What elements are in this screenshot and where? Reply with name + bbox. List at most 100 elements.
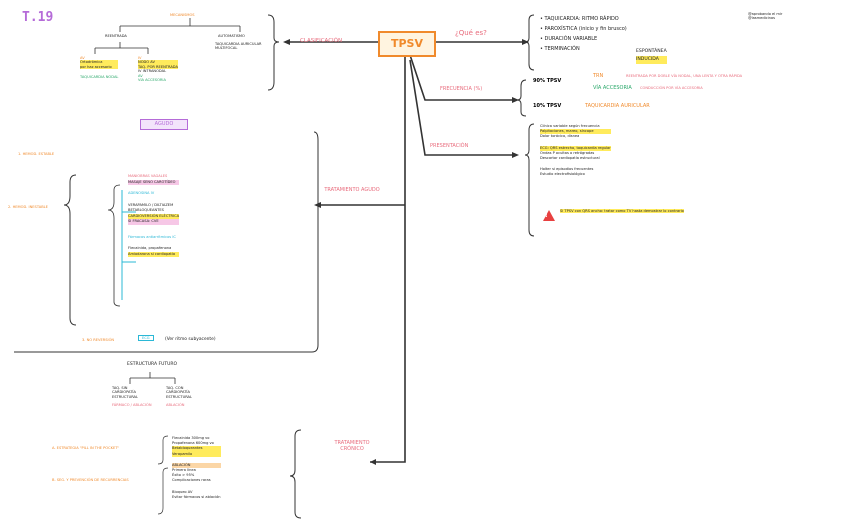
definition-item: • TAQUICARDIA: RITMO RÁPIDO <box>540 16 619 22</box>
mech-item: IV INTRANODAL <box>138 69 167 74</box>
reentry-header: REENTRADA <box>105 34 127 38</box>
mech-col-2: IV NODO AV TAQ. POR REENTRADA IV INTRANO… <box>138 56 178 82</box>
definition-item: • DURACIÓN VARIABLE <box>540 36 598 42</box>
mechanisms-header: MECANISMOS <box>170 13 195 17</box>
freq-row2-pct: 10% TPSV <box>533 103 562 109</box>
acute-line: VERAPAMILO / DILTIAZEM <box>128 202 174 207</box>
chronic-item-2: B. SEG. Y PREVENCIÓN DE RECURRENCIAS <box>52 478 129 482</box>
author-note-line: @lasmedicinas <box>748 16 775 21</box>
page-title: T.19 <box>22 10 54 25</box>
presentation-line: Estudio electrofisiológico <box>540 172 585 177</box>
chronic-list: Flecainida 300mg vo Propafenona 600mg vo… <box>172 436 221 500</box>
acute-line: MANIOBRAS VAGALES <box>128 174 168 178</box>
mech-item: por haz accesorio <box>80 64 119 70</box>
branch-clasificacion: CLASIFICACIÓN <box>300 38 343 44</box>
presentation-line: Descartar cardiopatía estructural <box>540 156 600 161</box>
chronic-line: Betabloqueantes <box>172 446 221 452</box>
acute-line: Fármacos antiarrítmicos IC <box>128 234 176 239</box>
branch-presentacion: PRESENTACIÓN <box>430 143 469 149</box>
mech-item: Ortodrómica <box>80 60 119 65</box>
structure-a-line: CARDIOPATÍA <box>112 390 136 395</box>
presentation-line: Ondas P ocultas o retrógradas <box>540 150 595 155</box>
acute-col-stable: 1. HEMOD. ESTABLE <box>18 152 55 156</box>
ecg-note: (Ver ritmo subyacente) <box>165 337 216 342</box>
center-topic-box: TPSV <box>378 31 436 57</box>
branch-que-es: ¿Qué es? <box>455 29 487 37</box>
structure-b-line: CARDIOPATÍA <box>166 390 190 395</box>
presentation-line: Holter si episodios frecuentes <box>540 167 594 172</box>
mech-item: TAQ. POR REENTRADA <box>138 64 178 70</box>
chronic-line: ABLACIÓN <box>172 462 221 469</box>
warning-text: Si TPSV con QRS ancho: tratar como TV ha… <box>560 209 684 213</box>
acute-line: SI FRACASA: CVE <box>128 219 180 225</box>
branch-frecuencia: FRECUENCIA (%) <box>440 86 483 92</box>
structure-b-line: ESTRUCTURAL <box>166 394 193 399</box>
freq-trn-text: REENTRADA POR DOBLE VÍA NODAL, UNA LENTA… <box>626 74 743 78</box>
chronic-line: Propafenona 600mg vo <box>172 441 214 446</box>
chronic-line: Bloqueo AV <box>172 489 193 494</box>
definition-item: • PAROXÍSTICA (inicio y fin brusco) <box>540 26 627 32</box>
acute-header: AGUDO <box>154 121 174 127</box>
chronic-item-1: A. ESTRATEGIA "PILL IN THE POCKET" <box>52 446 120 450</box>
structure-a-line: ESTRUCTURAL <box>112 394 139 399</box>
acute-no-reversion: 3. NO REVERSIÓN <box>82 338 115 342</box>
acute-line: ADENOSINA IV <box>128 191 155 195</box>
structure-a: TAQ. SIN CARDIOPATÍA ESTRUCTURAL FÁRMACO… <box>112 386 152 408</box>
chronic-line: Éxito > 95% <box>172 473 195 478</box>
structure-a-result: FÁRMACO / ABLACIÓN <box>112 403 152 408</box>
chronic-line: Verapamilo <box>172 451 221 457</box>
acute-line: Flecainida, propafenona <box>128 246 172 250</box>
chronic-line: Evitar fármacos si ablación <box>172 494 221 499</box>
definition-item: • TERMINACIÓN <box>540 46 580 52</box>
presentation-line: ECG: QRS estrecho, taquicardia regular <box>540 145 611 151</box>
chronic-line: Flecainida 300mg vo <box>172 436 210 440</box>
automatism-header: AUTOMATISMO <box>218 34 245 38</box>
warning-note: Si TPSV con QRS ancho: tratar como TV ha… <box>560 209 710 213</box>
definition-list: • TAQUICARDIA: RITMO RÁPIDO • PAROXÍSTIC… <box>540 14 627 54</box>
acute-list: MANIOBRAS VAGALES MASAJE SENO CAROTÍDEO … <box>128 174 180 257</box>
warning-icon: ! <box>545 212 548 219</box>
mech-item: IV <box>138 56 142 60</box>
acute-col-unstable: 2. HEMOD. INESTABLE <box>8 205 48 209</box>
branch-chronic: TRATAMIENTO CRÓNICO <box>334 440 370 452</box>
mech-item: MULTIFOCAL <box>215 46 238 51</box>
mech-col-1: AV Ortodrómica por haz accesorio TAQUICA… <box>80 56 119 80</box>
presentation-line: Clínica variable según frecuencia <box>540 124 600 128</box>
termination-item: ESPONTÁNEA <box>636 49 667 54</box>
freq-via: VÍA ACCESORIA <box>593 85 632 91</box>
center-topic: TPSV <box>390 37 423 50</box>
author-note-line: @aprobando el mir <box>748 12 783 16</box>
acute-line: BETABLOQUEANTES <box>128 208 164 212</box>
mech-item: AV <box>80 56 85 60</box>
structure-b-line: TAQ. CON <box>166 386 184 390</box>
chronic-line: Primera línea <box>172 468 196 473</box>
acute-line: MASAJE SENO CAROTÍDEO <box>128 179 180 185</box>
presentation-line: Dolor torácico, disnea <box>540 134 580 139</box>
presentation-line: Palpitaciones, mareo, síncope <box>540 129 611 135</box>
structure-b-result: ABLACIÓN <box>166 403 185 408</box>
structure-b: TAQ. CON CARDIOPATÍA ESTRUCTURAL ABLACIÓ… <box>166 386 192 408</box>
structure-a-line: TAQ. SIN <box>112 386 128 390</box>
mech-col-3: TAQUICARDIA AURICULAR MULTIFOCAL <box>215 42 262 51</box>
acute-line: CARDIOVERSIÓN ELÉCTRICA <box>128 213 180 219</box>
mech-item: VIA ACCESORIA <box>138 78 166 83</box>
freq-row2-text: TAQUICARDIA AURICULAR <box>585 103 650 109</box>
acute-header-box: AGUDO <box>140 119 188 130</box>
presentation-list: Clínica variable según frecuencia Palpit… <box>540 124 611 178</box>
branch-acute: TRATAMIENTO AGUDO <box>324 187 380 193</box>
termination-item: INDUCIDA <box>636 56 667 64</box>
mech-item: NODO AV <box>138 60 178 65</box>
ecg-box: ECG <box>138 335 154 342</box>
freq-trn: TRN <box>593 73 604 79</box>
acute-line: Amiodarona si cardiopatía <box>128 251 180 257</box>
mech-item: TAQUICARDIA NODAL <box>80 75 119 80</box>
termination-types: ESPONTÁNEA INDUCIDA <box>636 48 667 64</box>
chronic-line: Complicaciones raras <box>172 478 211 483</box>
freq-via-text: CONDUCCIÓN POR VÍA ACCESORIA <box>640 86 703 90</box>
structure-title: ESTRUCTURA FUTURO <box>127 362 178 367</box>
author-note: @aprobando el mir @lasmedicinas <box>748 12 782 21</box>
mech-item: TAQUICARDIA AURICULAR <box>215 42 262 46</box>
freq-row1-pct: 90% TPSV <box>533 78 562 84</box>
mech-item: AV <box>138 73 143 78</box>
